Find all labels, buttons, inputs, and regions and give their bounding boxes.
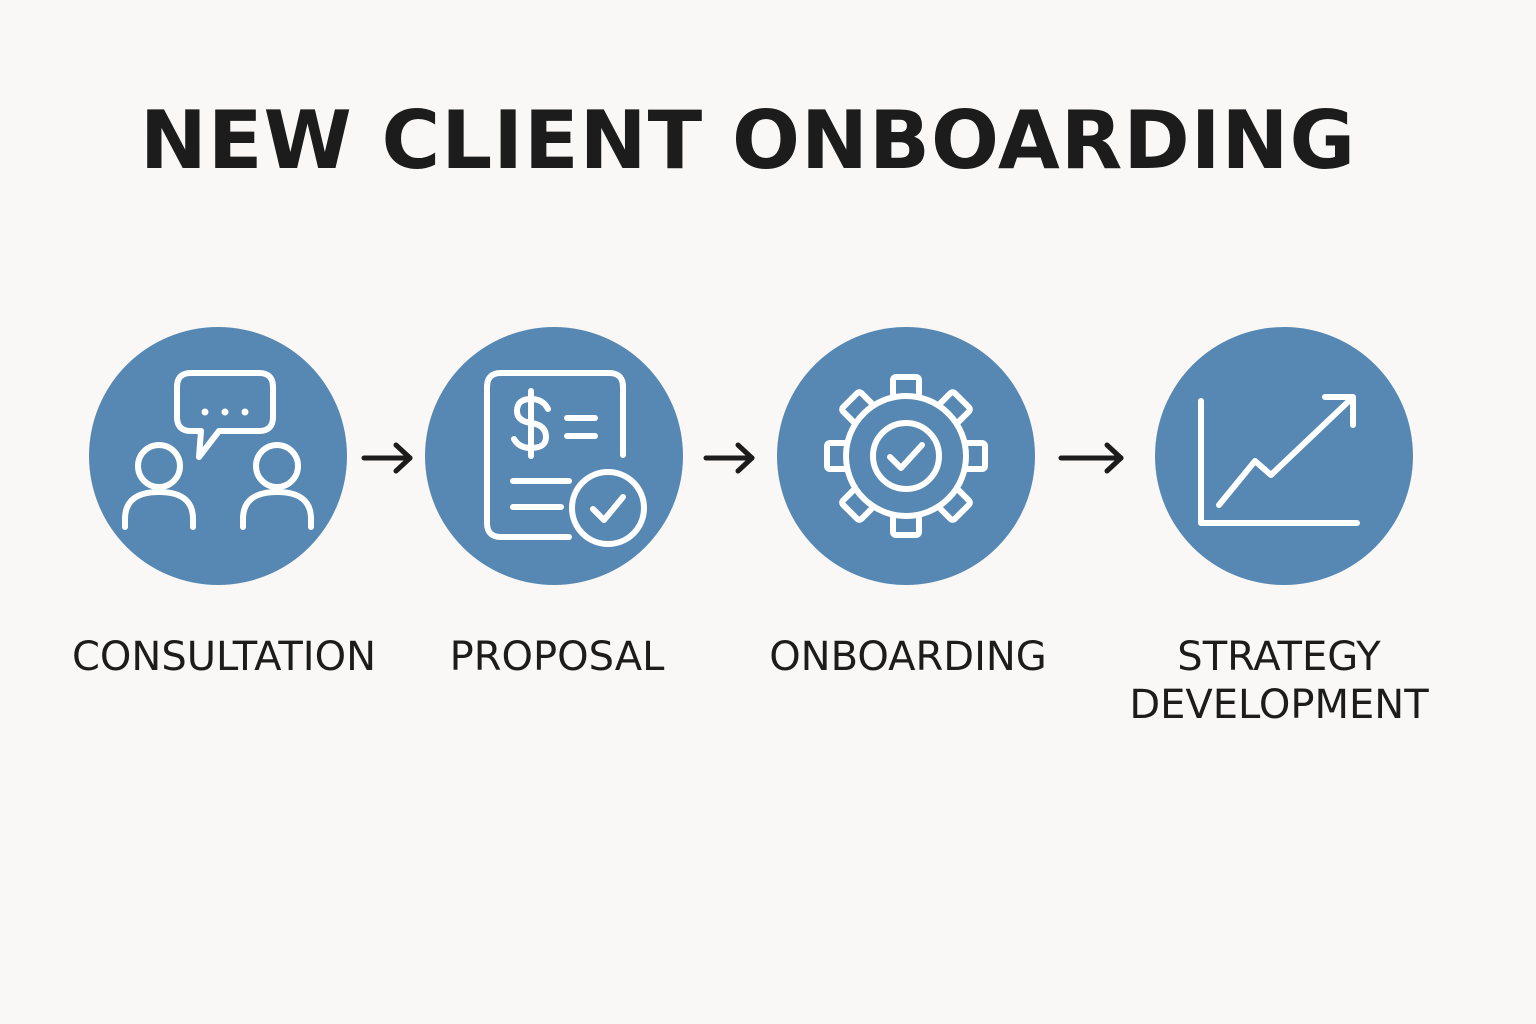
arrow-right-icon: [358, 438, 428, 478]
step-strategy-development-circle: [1155, 327, 1413, 585]
step-label-consultation: CONSULTATION: [71, 634, 376, 680]
gear-check-icon: [824, 374, 988, 538]
arrow-right-icon: [700, 438, 770, 478]
step-label-strategy-development: STRATEGY DEVELOPMENT: [1129, 634, 1429, 728]
step-label-onboarding: ONBOARDING: [769, 634, 1047, 680]
growth-chart-icon: [1198, 394, 1360, 526]
step-onboarding-circle: [777, 327, 1035, 585]
step-consultation-circle: [89, 327, 347, 585]
step-proposal-circle: [425, 327, 683, 585]
page-title: NEW CLIENT ONBOARDING: [139, 94, 1357, 187]
step-label-proposal: PROPOSAL: [449, 634, 665, 680]
people-chat-icon: [122, 370, 314, 530]
invoice-check-icon: [484, 370, 647, 547]
arrow-right-icon: [1055, 438, 1125, 478]
